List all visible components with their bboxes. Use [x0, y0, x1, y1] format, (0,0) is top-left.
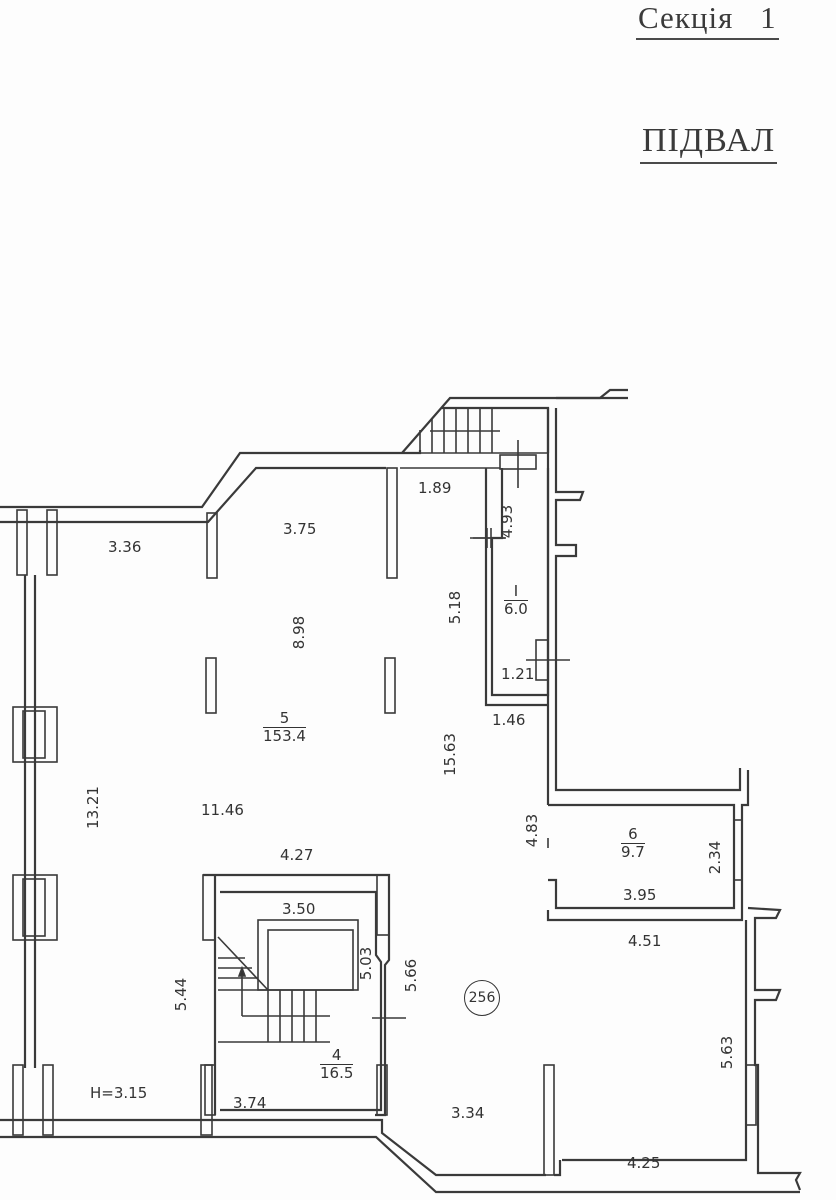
door-markers [372, 528, 505, 1028]
dimension-label: 1.46 [492, 711, 526, 729]
dimension-label: 4.25 [627, 1154, 661, 1172]
building-number-marker: 256 [464, 980, 500, 1016]
dimension-label: 5.63 [718, 1035, 737, 1070]
room-5-number: 5 [263, 709, 306, 729]
room-I-walls [490, 468, 550, 697]
room-4-area: 16.5 [320, 1064, 354, 1083]
dimension-label: 3.75 [283, 520, 317, 538]
dimension-label: 3.50 [282, 900, 316, 918]
dimension-label: 15.63 [440, 733, 459, 776]
dimension-label: 2.34 [706, 840, 725, 875]
dimension-label: 4.93 [498, 504, 517, 539]
columns [200, 467, 398, 1136]
dimension-label: 11.46 [201, 801, 244, 819]
height-note: H=3.15 [90, 1084, 148, 1102]
dimension-label: 1.21 [501, 665, 535, 683]
room-4-label: 4 16.5 [320, 1046, 354, 1083]
dimension-label: 1.89 [418, 479, 452, 497]
dimension-label: 4.83 [523, 813, 542, 848]
room-6-walls [548, 803, 736, 910]
room-6-label: 6 9.7 [621, 825, 645, 862]
dimension-label: 3.95 [623, 886, 657, 904]
dimension-label: 3.36 [108, 538, 142, 556]
room-4-number: 4 [320, 1046, 354, 1066]
left-windows [12, 509, 58, 1136]
stair-enclosure-top [401, 396, 628, 454]
dimension-label: 4.51 [628, 932, 662, 950]
dimension-label: 5.44 [172, 977, 191, 1012]
dimension-label: 4.27 [280, 846, 314, 864]
dimension-label: 8.98 [290, 615, 309, 650]
room-5-area: 153.4 [263, 727, 306, 746]
dimension-label: 13.21 [83, 786, 102, 829]
right-outer-wall [554, 408, 742, 792]
room-I-number: I [504, 582, 528, 602]
stairs-4-treads [217, 919, 359, 1043]
inner-wall-top [0, 466, 386, 524]
stairwell-4-walls [202, 873, 391, 1117]
inner-wall-bottom [0, 1118, 546, 1177]
outer-wall-top [0, 450, 422, 509]
dimension-label: 3.74 [233, 1094, 267, 1112]
dimension-label: 3.34 [451, 1104, 485, 1122]
dimension-label: 5.03 [357, 946, 376, 981]
room-I-label: I 6.0 [504, 582, 528, 619]
stair-treads-top [419, 408, 500, 453]
outer-wall-bottom [0, 1135, 800, 1194]
room-6-area: 9.7 [621, 843, 645, 862]
right-wing-wall [747, 906, 802, 1191]
dimension-label: 5.18 [446, 590, 465, 625]
room-6-number: 6 [621, 825, 645, 845]
floor-title: ПІДВАЛ [640, 122, 778, 164]
section-title: Секція 1 [636, 0, 779, 40]
room-I-area: 6.0 [504, 600, 528, 619]
room-5-label: 5 153.4 [263, 709, 306, 746]
dimension-label: 5.66 [402, 958, 421, 993]
